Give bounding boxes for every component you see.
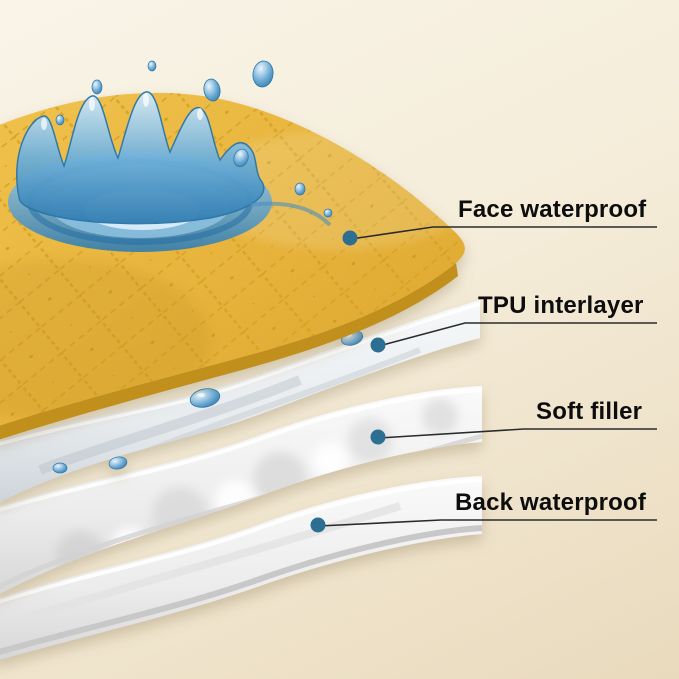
callout-dot-tpu-interlayer — [370, 337, 386, 353]
tpu-interlayer-layer — [0, 300, 480, 503]
callout-dot-back-waterproof — [310, 517, 326, 533]
label-back-waterproof: Back waterproof — [455, 489, 647, 516]
back-waterproof-layer — [0, 476, 482, 660]
callout-line-face-waterproof — [350, 226, 657, 240]
callouts — [310, 226, 657, 533]
callout-line-back-waterproof — [318, 519, 657, 527]
splash-flying-droplets — [55, 60, 333, 218]
label-tpu-interlayer: TPU interlayer — [478, 292, 644, 319]
label-face-waterproof: Face waterproof — [458, 196, 647, 223]
label-soft-filler: Soft filler — [536, 398, 643, 425]
water-splash — [8, 60, 333, 252]
face-waterproof-edge — [0, 263, 458, 440]
callout-dot-soft-filler — [370, 429, 386, 445]
callout-line-tpu-interlayer — [378, 322, 657, 347]
callout-dot-face-waterproof — [342, 230, 358, 246]
splash-crown — [16, 91, 265, 225]
callout-line-soft-filler — [378, 428, 657, 439]
